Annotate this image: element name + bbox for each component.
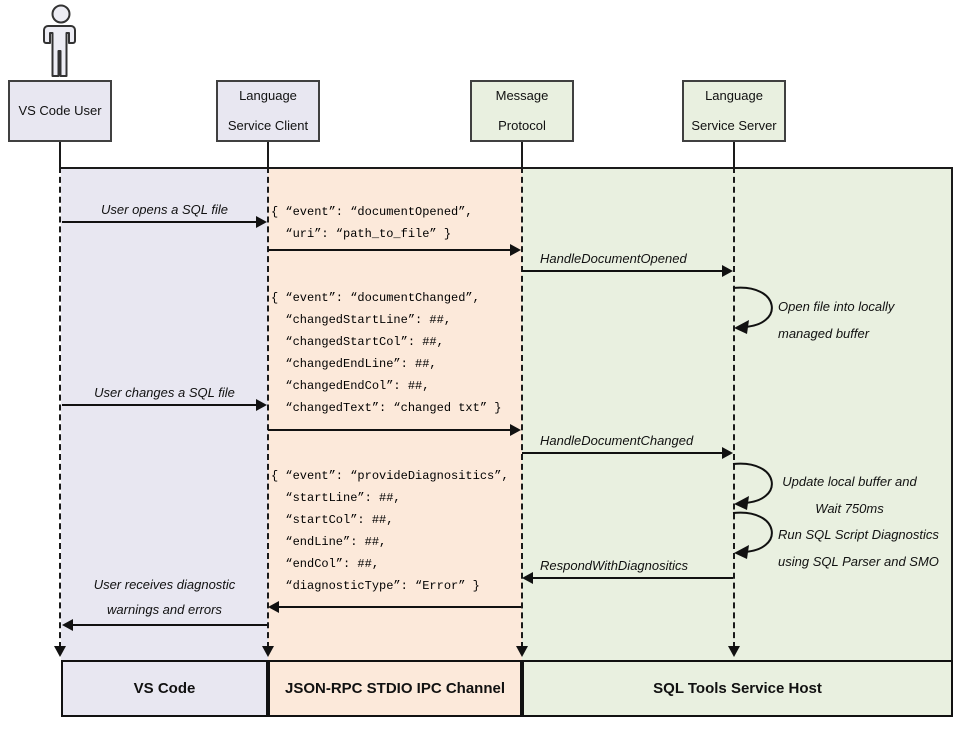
arrow-handle-document-changed <box>522 452 724 454</box>
lifeline-stub-user <box>59 142 61 167</box>
arrowhead-document-changed <box>510 424 521 436</box>
self-loop-update-buffer <box>732 462 773 510</box>
lifeline-end-arrow-client <box>262 646 274 657</box>
label-user-changes: User changes a SQL file <box>94 385 235 400</box>
footer-label-vscode: VS Code <box>133 680 196 697</box>
arrowhead-respond-with-diagnostics <box>522 572 533 584</box>
lifeline-protocol <box>521 167 523 648</box>
lifeline-server <box>733 167 735 648</box>
label-respond-with-diagnostics: RespondWithDiagnositics <box>540 558 689 573</box>
arrow-document-opened <box>268 249 512 251</box>
arrow-handle-document-opened <box>522 270 724 272</box>
lifeline-stub-protocol <box>521 142 523 167</box>
lifeline-end-arrow-user <box>54 646 66 657</box>
payload-document-changed: { “event”: “documentChanged”, “changedSt… <box>271 291 502 415</box>
payload-provide-diagnostics: { “event”: “provideDiagnositics”, “start… <box>271 469 509 593</box>
actor-box-message-protocol: Message Protocol <box>470 80 574 142</box>
actor-box-language-service-server: Language Service Server <box>682 80 786 142</box>
note-open-file: Open file into locally managed buffer <box>778 299 895 341</box>
arrow-user-changes <box>62 404 258 406</box>
self-loop-run-diagnostics <box>732 511 773 559</box>
actor-box-language-service-client: Language Service Client <box>216 80 320 142</box>
footer-label-service-host: SQL Tools Service Host <box>653 680 822 697</box>
person-icon <box>43 4 76 77</box>
arrowhead-user-opens <box>256 216 267 228</box>
label-handle-document-opened: HandleDocumentOpened <box>540 251 687 266</box>
lifeline-user <box>59 167 61 648</box>
actor-box-vscode-user: VS Code User <box>8 80 112 142</box>
lifeline-client <box>267 167 269 648</box>
footer-label-ipc-channel: JSON-RPC STDIO IPC Channel <box>284 680 506 697</box>
label-user-opens: User opens a SQL file <box>101 202 228 217</box>
arrow-respond-with-diagnostics <box>533 577 733 579</box>
arrowhead-handle-document-opened <box>722 265 733 277</box>
arrow-diagnostics-to-client <box>279 606 521 608</box>
arrow-diagnostics-to-user <box>73 624 267 626</box>
label-handle-document-changed: HandleDocumentChanged <box>540 433 694 448</box>
band-vscode <box>61 167 268 660</box>
payload-document-opened: { “event”: “documentOpened”, “uri”: “pat… <box>271 205 473 241</box>
arrow-user-opens <box>62 221 258 223</box>
arrowhead-diagnostics-to-client <box>268 601 279 613</box>
footer-box-ipc-channel: JSON-RPC STDIO IPC Channel <box>268 660 522 717</box>
lifeline-stub-client <box>267 142 269 167</box>
arrow-document-changed <box>268 429 512 431</box>
arrowhead-diagnostics-to-user <box>62 619 73 631</box>
footer-box-service-host: SQL Tools Service Host <box>522 660 953 717</box>
lifeline-end-arrow-server <box>728 646 740 657</box>
lifeline-end-arrow-protocol <box>516 646 528 657</box>
self-loop-open-file <box>732 286 773 334</box>
lifeline-stub-server <box>733 142 735 167</box>
footer-box-vscode: VS Code <box>61 660 268 717</box>
note-update-buffer: Update local buffer and Wait 750ms <box>782 474 917 516</box>
arrowhead-document-opened <box>510 244 521 256</box>
arrowhead-user-changes <box>256 399 267 411</box>
label-user-receives: User receives diagnostic warnings and er… <box>93 577 236 617</box>
note-run-diagnostics: Run SQL Script Diagnostics using SQL Par… <box>778 527 939 569</box>
band-service-host <box>522 167 953 660</box>
arrowhead-handle-document-changed <box>722 447 733 459</box>
